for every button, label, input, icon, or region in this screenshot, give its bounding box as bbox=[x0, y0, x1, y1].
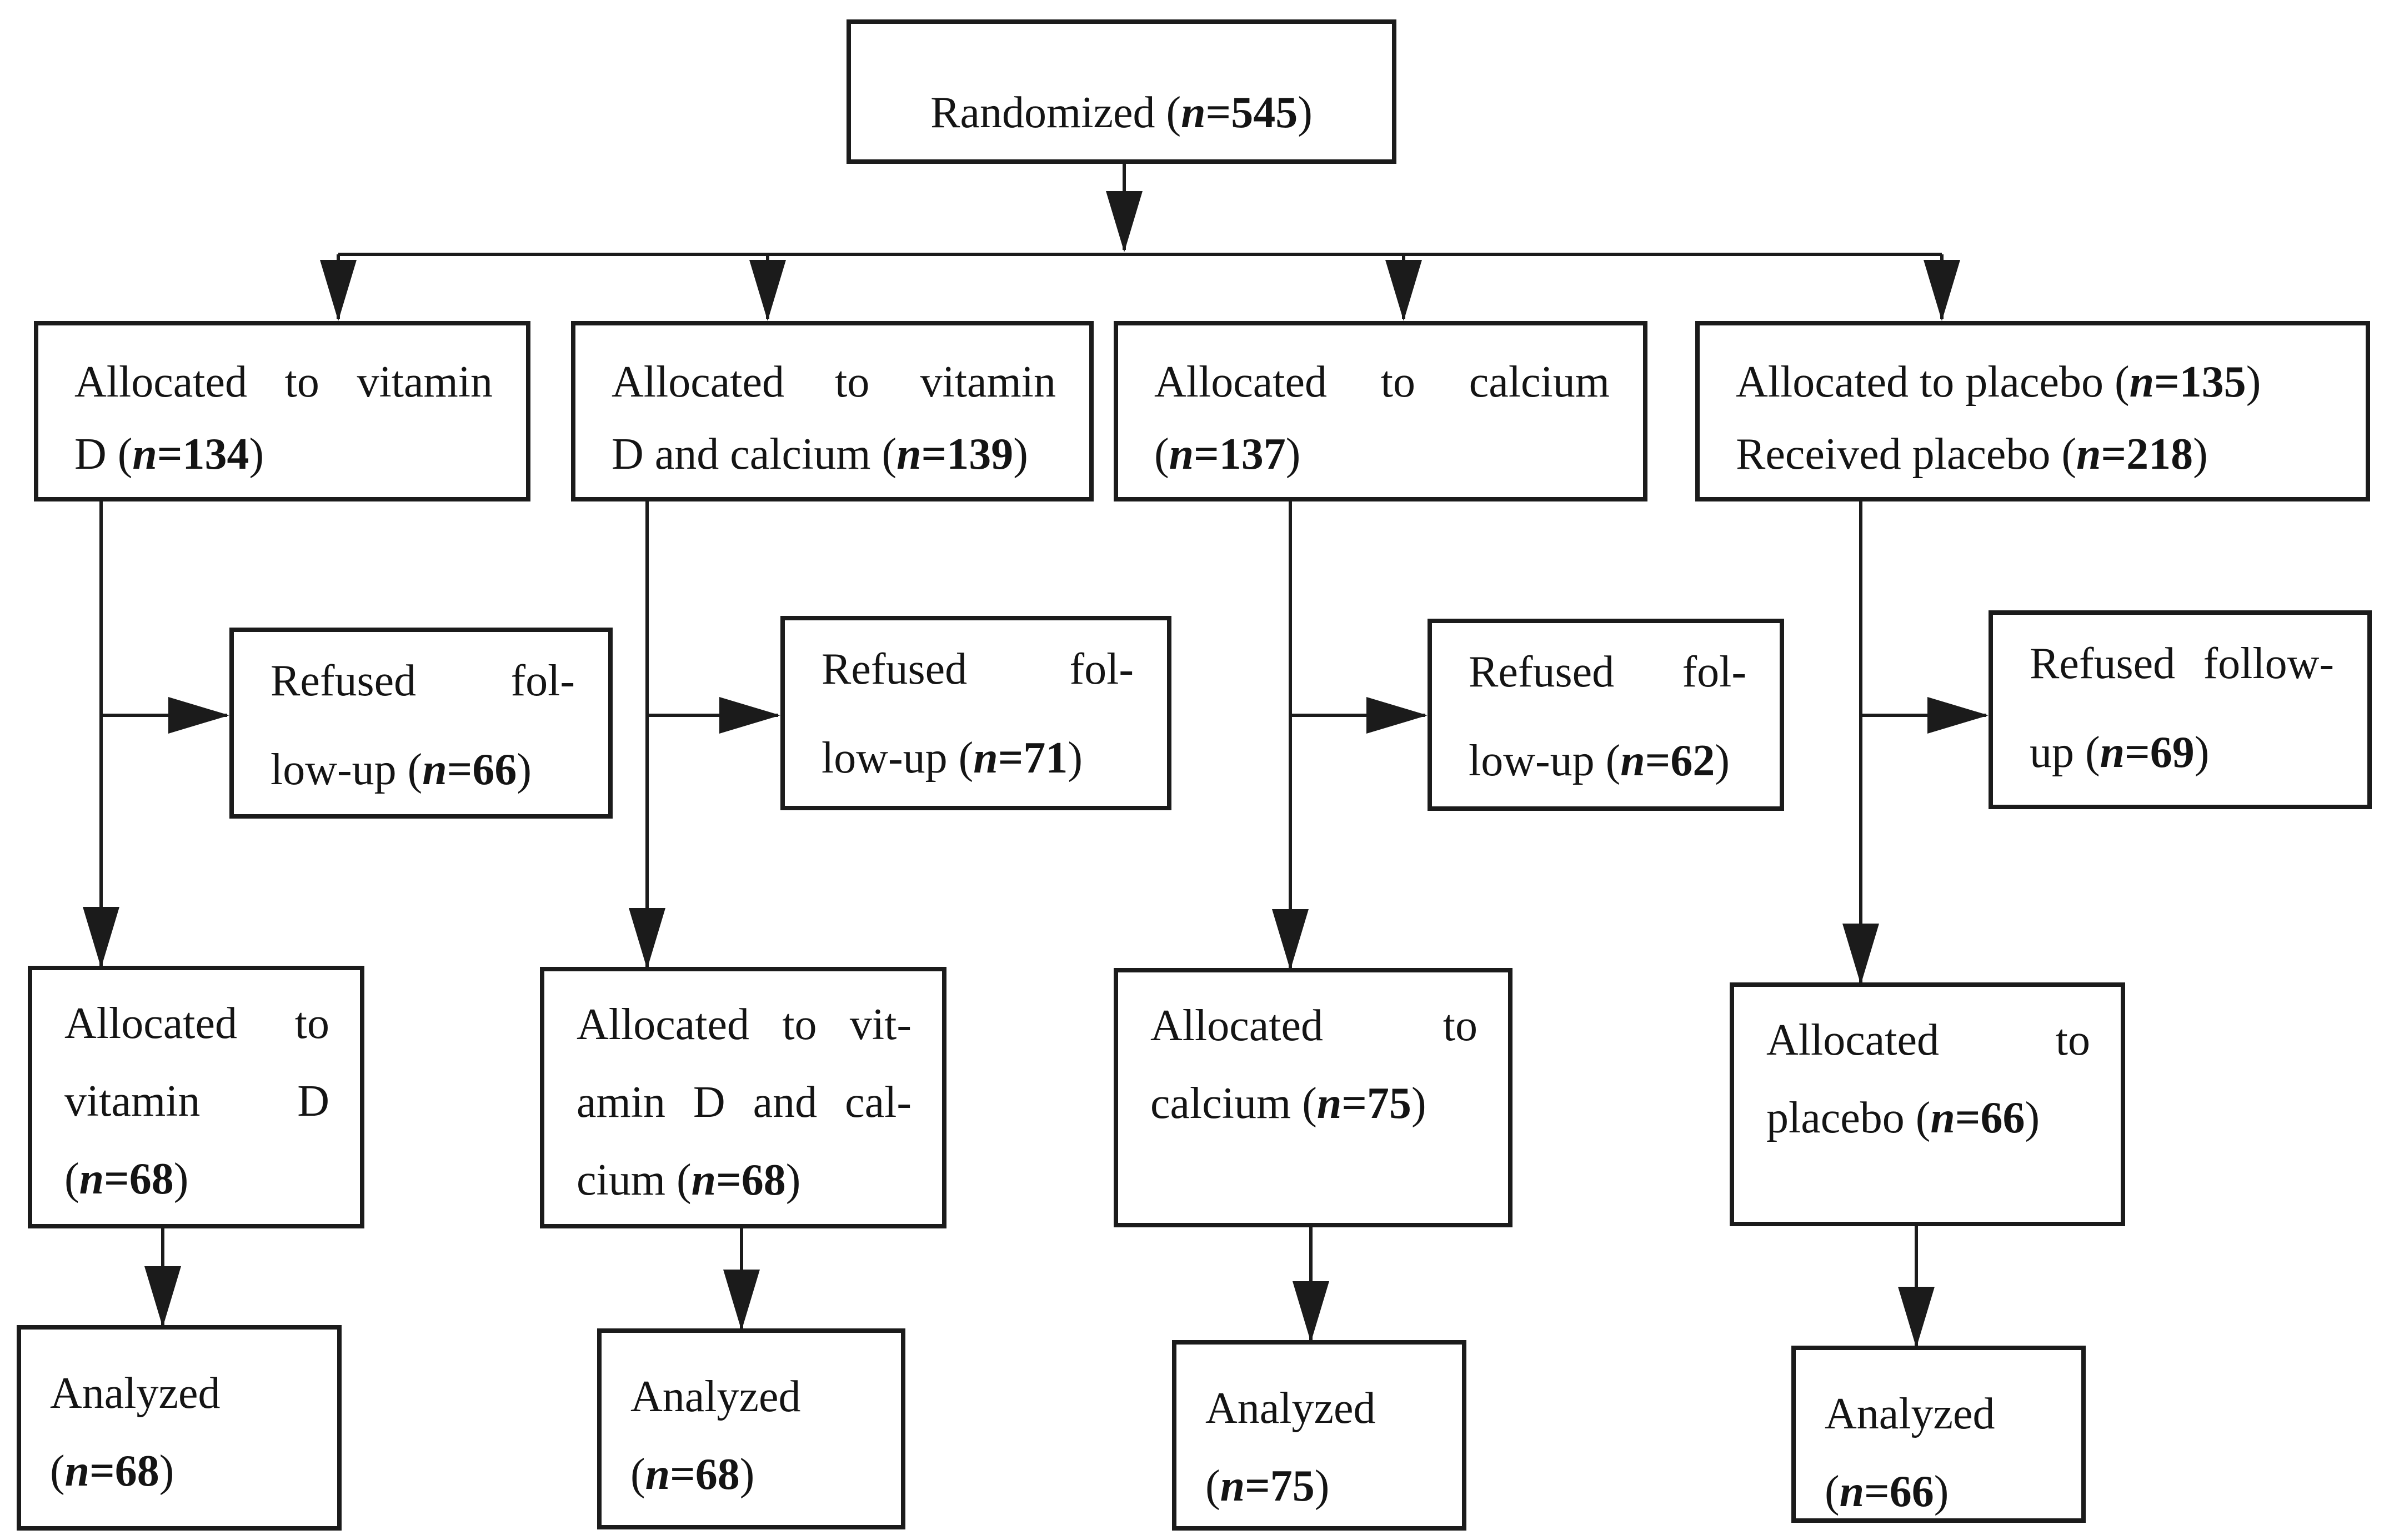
box-line: (n=68) bbox=[64, 1155, 189, 1203]
refused-followup-calcium-box: Refused fol- low-up (n=62) bbox=[1428, 619, 1784, 811]
box-line: Allocated to bbox=[64, 999, 329, 1048]
box-line: Allocated to bbox=[1150, 1001, 1478, 1050]
box-line: (n=66) bbox=[1825, 1467, 1949, 1516]
box-line: low-up (n=62) bbox=[1469, 736, 1730, 785]
box-line: Allocated to vitamin bbox=[74, 358, 493, 407]
box-line: Allocated to vitamin bbox=[612, 358, 1056, 407]
followup-vitamin-d-box: Allocated to vitamin D (n=68) bbox=[28, 966, 364, 1228]
box-line: cium (n=68) bbox=[577, 1156, 801, 1205]
box-line: Randomized (n=545) bbox=[930, 88, 1313, 137]
followup-vitamin-d-calcium-box: Allocated to vit- amin D and cal- cium (… bbox=[540, 967, 946, 1228]
allocated-vitamin-d-box: Allocated to vitamin D (n=134) bbox=[34, 321, 530, 501]
box-line: Analyzed bbox=[1205, 1384, 1376, 1433]
box-line: Refused fol- bbox=[271, 656, 575, 705]
box-line: up (n=69) bbox=[2030, 728, 2210, 777]
followup-placebo-box: Allocated to placebo (n=66) bbox=[1730, 982, 2125, 1226]
allocated-vitamin-d-calcium-box: Allocated to vitamin D and calcium (n=13… bbox=[571, 321, 1094, 501]
box-line: vitamin D bbox=[64, 1077, 329, 1126]
box-line: (n=137) bbox=[1154, 430, 1301, 479]
analyzed-calcium-box: Analyzed (n=75) bbox=[1172, 1340, 1466, 1531]
box-line: Refused follow- bbox=[2030, 639, 2334, 688]
box-line: Allocated to vit- bbox=[577, 1000, 911, 1049]
box-line: (n=75) bbox=[1205, 1462, 1330, 1511]
analyzed-vitamin-d-box: Analyzed (n=68) bbox=[17, 1325, 342, 1531]
box-line: Analyzed bbox=[630, 1372, 801, 1421]
box-line: Refused fol- bbox=[1469, 648, 1746, 696]
box-line: D and calcium (n=139) bbox=[612, 430, 1028, 479]
box-line: Analyzed bbox=[1825, 1389, 1995, 1438]
box-line: low-up (n=66) bbox=[271, 745, 532, 794]
analyzed-placebo-box: Analyzed (n=66) bbox=[1791, 1346, 2086, 1523]
box-line: Received placebo (n=218) bbox=[1736, 430, 2208, 479]
refused-followup-vitamin-d-calcium-box: Refused fol- low-up (n=71) bbox=[780, 616, 1171, 810]
randomized-box: Randomized (n=545) bbox=[847, 19, 1396, 164]
refused-followup-vitamin-d-box: Refused fol- low-up (n=66) bbox=[229, 628, 613, 819]
box-line: Allocated to calcium bbox=[1154, 358, 1610, 407]
box-line: (n=68) bbox=[50, 1447, 174, 1496]
box-line: amin D and cal- bbox=[577, 1078, 911, 1127]
box-line: Refused fol- bbox=[822, 645, 1134, 694]
box-line: Allocated to bbox=[1766, 1016, 2090, 1065]
box-line: placebo (n=66) bbox=[1766, 1093, 2040, 1142]
analyzed-vitamin-d-calcium-box: Analyzed (n=68) bbox=[597, 1328, 905, 1529]
box-line: (n=68) bbox=[630, 1450, 755, 1499]
box-line: calcium (n=75) bbox=[1150, 1079, 1426, 1128]
box-line: low-up (n=71) bbox=[822, 734, 1083, 782]
refused-followup-placebo-box: Refused follow- up (n=69) bbox=[1989, 610, 2372, 809]
allocated-placebo-box: Allocated to placebo (n=135) Received pl… bbox=[1695, 321, 2370, 501]
allocated-calcium-box: Allocated to calcium (n=137) bbox=[1114, 321, 1647, 501]
box-line: D (n=134) bbox=[74, 430, 264, 479]
box-line: Allocated to placebo (n=135) bbox=[1736, 358, 2261, 407]
box-line: Analyzed bbox=[50, 1369, 221, 1418]
followup-calcium-box: Allocated to calcium (n=75) bbox=[1114, 968, 1512, 1227]
